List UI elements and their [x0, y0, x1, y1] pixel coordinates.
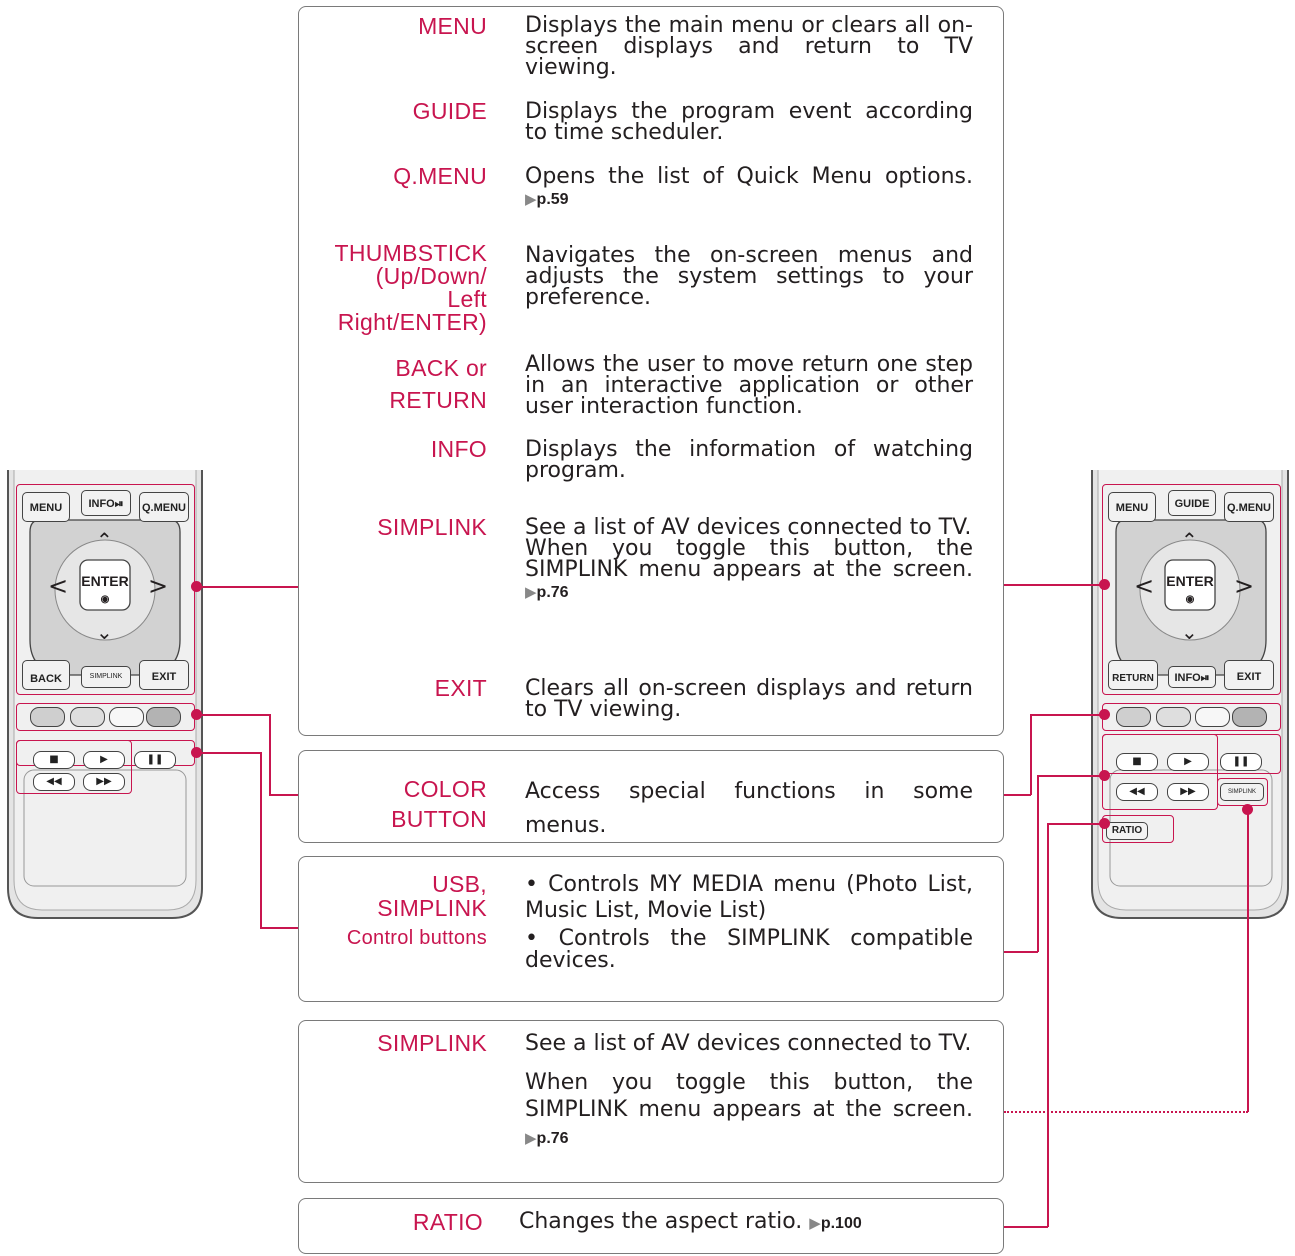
red-button[interactable] — [30, 707, 65, 727]
desc-usb-simplink: • Controls MY MEDIA menu (Photo List, Mu… — [525, 872, 973, 972]
page-ref: p.76 — [537, 1130, 569, 1147]
desc-usb-line2: • Controls the SIMPLINK compatible devic… — [525, 928, 973, 972]
simplink-highlight — [1217, 778, 1268, 806]
connector-line — [196, 714, 270, 716]
desc-simplink-line2: When you toggle this button, the SIMPLIN… — [525, 538, 973, 603]
fast-forward-icon[interactable]: ▶▶ — [83, 773, 125, 791]
connector-line — [1030, 714, 1100, 716]
connector-dot — [1099, 770, 1110, 781]
desc-exit: Clears all on-screen displays and return… — [525, 678, 973, 720]
page-ref: p.100 — [821, 1215, 862, 1232]
desc-qmenu-text: Opens the list of Quick Menu options. — [525, 164, 973, 189]
connector-line — [1047, 823, 1049, 1227]
arrow-right-icon: ▶ — [525, 190, 537, 208]
connector-line — [1247, 809, 1249, 1112]
term-guide: GUIDE — [413, 99, 487, 124]
desc-simplink: See a list of AV devices connected to TV… — [525, 517, 973, 603]
desc-qmenu: Opens the list of Quick Menu options. ▶p… — [525, 166, 973, 210]
connector-dot — [1099, 579, 1110, 590]
page-ref: p.59 — [537, 191, 569, 208]
yellow-button[interactable] — [109, 707, 144, 727]
pause-icon[interactable]: ❚❚ — [1220, 753, 1262, 771]
term-color-button: COLOR BUTTON — [391, 774, 487, 834]
term-exit: EXIT — [435, 676, 487, 701]
green-button[interactable] — [1156, 707, 1191, 727]
nav-highlight — [16, 484, 195, 695]
red-button[interactable] — [1116, 707, 1151, 727]
desc-back-return: Allows the user to move return one step … — [525, 354, 973, 417]
connector-dotted-line — [1004, 1111, 1248, 1113]
stop-icon[interactable]: ■ — [33, 751, 75, 769]
stop-icon[interactable]: ■ — [1116, 753, 1158, 771]
term-usb-simplink: USB, SIMPLINK — [377, 872, 487, 920]
connector-line — [1037, 775, 1100, 777]
connector-line — [269, 714, 271, 795]
connector-line — [1004, 1226, 1048, 1228]
blue-button[interactable] — [146, 707, 181, 727]
term-thumbstick: THUMBSTICK (Up/Down/ Left Right/ENTER) — [335, 242, 488, 334]
term-simplink-2: SIMPLINK — [377, 1031, 487, 1056]
page-ref: p.76 — [537, 584, 569, 601]
connector-line — [260, 752, 262, 928]
connector-dot — [1099, 818, 1110, 829]
blue-button[interactable] — [1232, 707, 1267, 727]
yellow-button[interactable] — [1195, 707, 1230, 727]
right-remote: MENU GUIDE Q.MENU ⌃ < > ⌄ ENTER◉ RETURN … — [1088, 470, 1295, 920]
fast-forward-icon[interactable]: ▶▶ — [1167, 783, 1209, 801]
term-back-return: BACK or RETURN — [389, 352, 487, 416]
desc-guide: Displays the program event according to … — [525, 101, 973, 143]
arrow-right-icon: ▶ — [809, 1214, 821, 1232]
term-menu: MENU — [418, 14, 487, 39]
term-info: INFO — [431, 437, 487, 462]
connector-line — [1004, 794, 1031, 796]
desc-info: Displays the information of watching pro… — [525, 439, 973, 481]
pause-icon[interactable]: ❚❚ — [134, 751, 176, 769]
desc-simplink2-line1: See a list of AV devices connected to TV… — [525, 1033, 973, 1055]
left-remote: MENU INFO⏯ Q.MENU ⌃ < > ⌄ ENTER◉ BACK SI… — [0, 470, 210, 920]
desc-color-button: Access special functions in some menus. — [525, 775, 973, 843]
desc-ratio: Changes the aspect ratio. ▶p.100 — [519, 1211, 967, 1234]
term-ratio: RATIO — [413, 1210, 483, 1235]
rewind-icon[interactable]: ◀◀ — [1116, 783, 1158, 801]
arrow-right-icon: ▶ — [525, 583, 537, 601]
desc-simplink2-line2: When you toggle this button, the SIMPLIN… — [525, 1069, 973, 1152]
desc-simplink2-text: When you toggle this button, the SIMPLIN… — [525, 1070, 973, 1122]
rewind-icon[interactable]: ◀◀ — [33, 773, 75, 791]
arrow-right-icon: ▶ — [525, 1129, 537, 1147]
desc-ratio-text: Changes the aspect ratio. — [519, 1209, 802, 1234]
nav-highlight — [1102, 484, 1281, 695]
ratio-highlight — [1102, 815, 1174, 843]
connector-line — [1030, 714, 1032, 795]
connector-line — [269, 794, 298, 796]
connector-line — [1004, 951, 1038, 953]
desc-usb-line1: • Controls MY MEDIA menu (Photo List, Mu… — [525, 872, 973, 924]
desc-simplink-2: See a list of AV devices connected to TV… — [525, 1033, 973, 1152]
desc-menu: Displays the main menu or clears all on-… — [525, 15, 973, 78]
connector-line — [196, 752, 261, 754]
connector-line — [1037, 775, 1039, 952]
term-simplink: SIMPLINK — [377, 515, 487, 540]
term-qmenu: Q.MENU — [393, 164, 487, 189]
play-icon[interactable]: ▶ — [1167, 753, 1209, 771]
desc-simplink-text: When you toggle this button, the SIMPLIN… — [525, 536, 973, 582]
term-control-buttons: Control buttons — [347, 926, 487, 951]
connector-line — [260, 927, 298, 929]
connector-line — [1004, 584, 1100, 586]
connector-line — [196, 586, 298, 588]
play-icon[interactable]: ▶ — [83, 751, 125, 769]
green-button[interactable] — [70, 707, 105, 727]
connector-dot — [1099, 709, 1110, 720]
desc-simplink-line1: See a list of AV devices connected to TV… — [525, 517, 973, 538]
connector-line — [1047, 823, 1100, 825]
desc-thumbstick: Navigates the on-screen menus and adjust… — [525, 245, 973, 308]
